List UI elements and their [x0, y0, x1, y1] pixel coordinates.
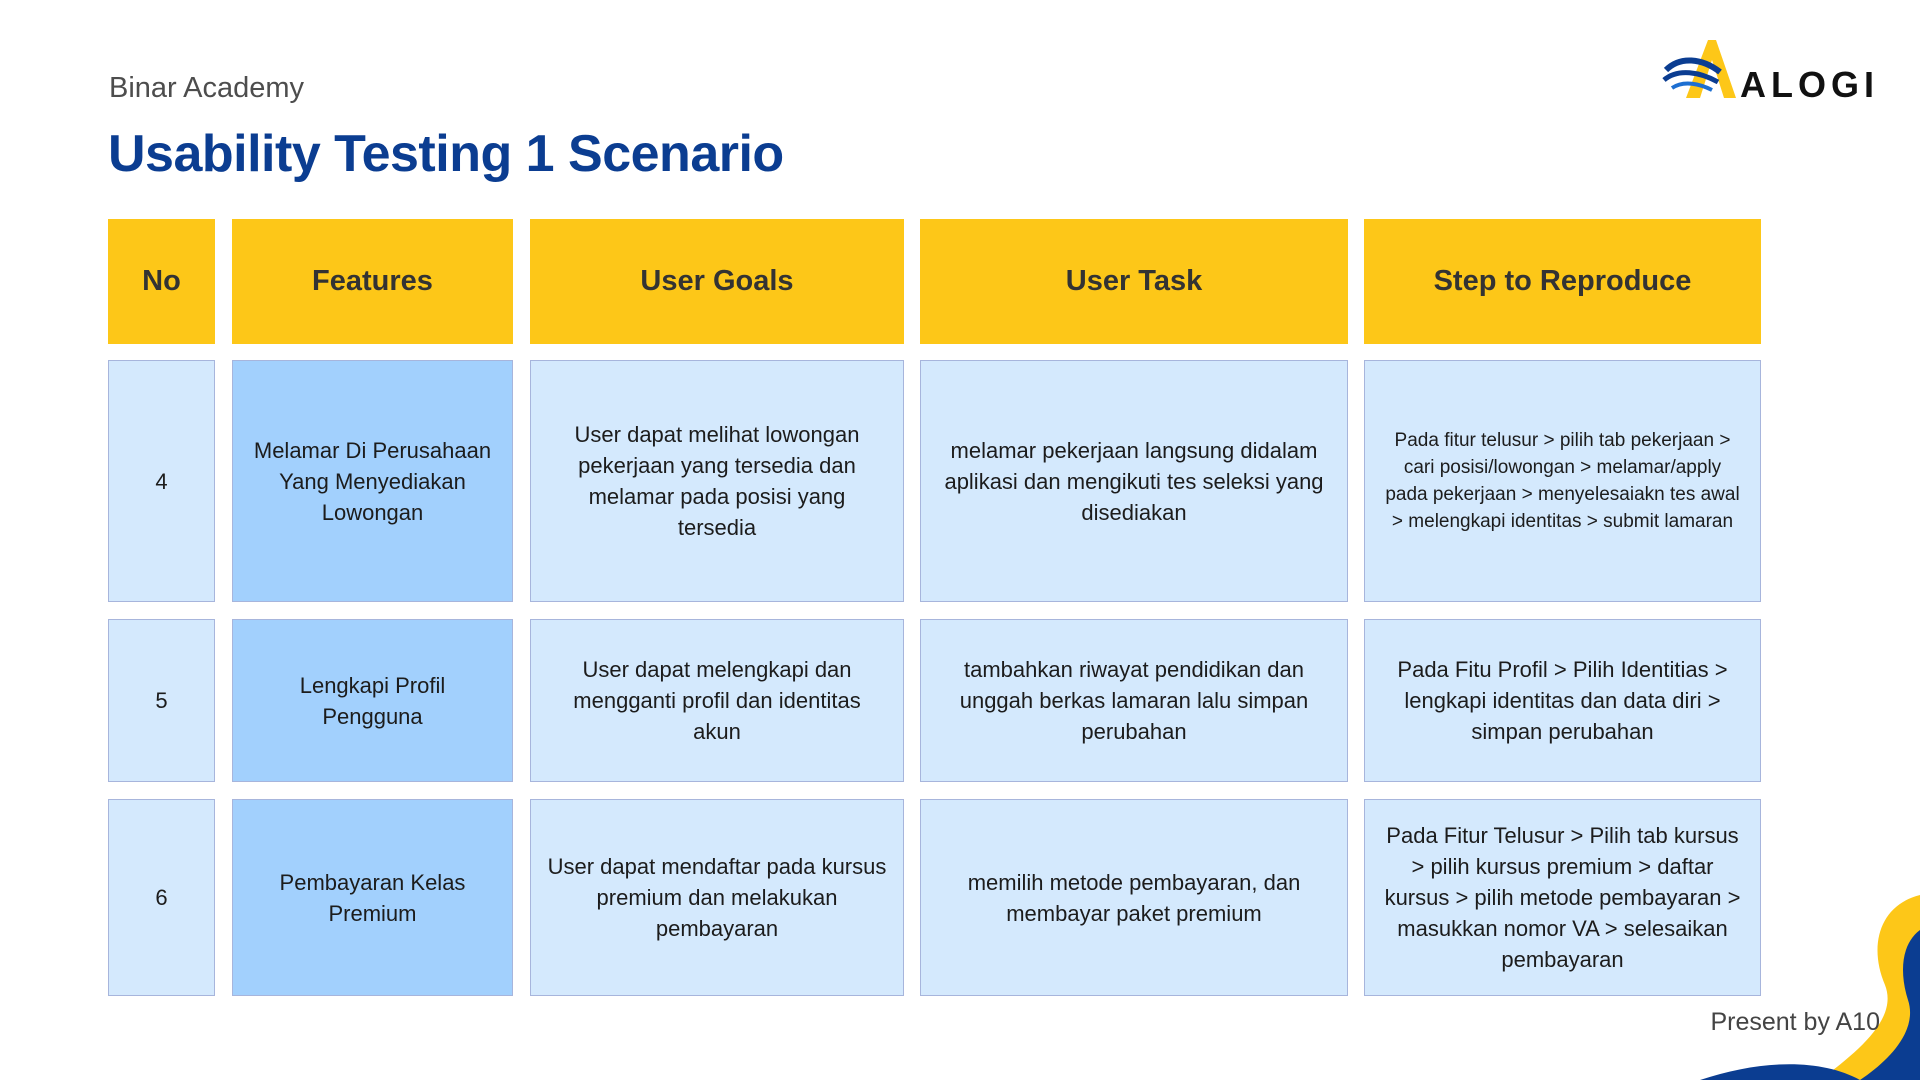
column-header-no: No [108, 219, 215, 344]
cell-no: 5 [108, 619, 215, 782]
cell-steps: Pada fitur telusur > pilih tab pekerjaan… [1364, 360, 1761, 602]
logo-text: ALOGI [1740, 64, 1879, 105]
column-header-user-task: User Task [920, 219, 1348, 344]
presenter-credit: Present by A10 [1710, 1008, 1880, 1036]
cell-feature: Pembayaran Kelas Premium [232, 799, 513, 996]
cell-user-task: tambahkan riwayat pendidikan dan unggah … [920, 619, 1348, 782]
cell-user-task: melamar pekerjaan langsung didalam aplik… [920, 360, 1348, 602]
cell-feature: Lengkapi Profil Pengguna [232, 619, 513, 782]
cell-no: 6 [108, 799, 215, 996]
cell-user-goal: User dapat mendaftar pada kursus premium… [530, 799, 904, 996]
cell-user-goal: User dapat melihat lowongan pekerjaan ya… [530, 360, 904, 602]
cell-feature: Melamar Di Perusahaan Yang Menyediakan L… [232, 360, 513, 602]
cell-steps: Pada Fitu Profil > Pilih Identitias > le… [1364, 619, 1761, 782]
page-title: Usability Testing 1 Scenario [108, 125, 784, 183]
cell-steps: Pada Fitur Telusur > Pilih tab kursus > … [1364, 799, 1761, 996]
column-header-steps: Step to Reproduce [1364, 219, 1761, 344]
cell-no: 4 [108, 360, 215, 602]
cell-user-goal: User dapat melengkapi dan mengganti prof… [530, 619, 904, 782]
column-header-user-goals: User Goals [530, 219, 904, 344]
alogi-logo-icon [1662, 40, 1736, 98]
column-header-features: Features [232, 219, 513, 344]
organization-name: Binar Academy [109, 72, 305, 104]
cell-user-task: memilih metode pembayaran, dan membayar … [920, 799, 1348, 996]
